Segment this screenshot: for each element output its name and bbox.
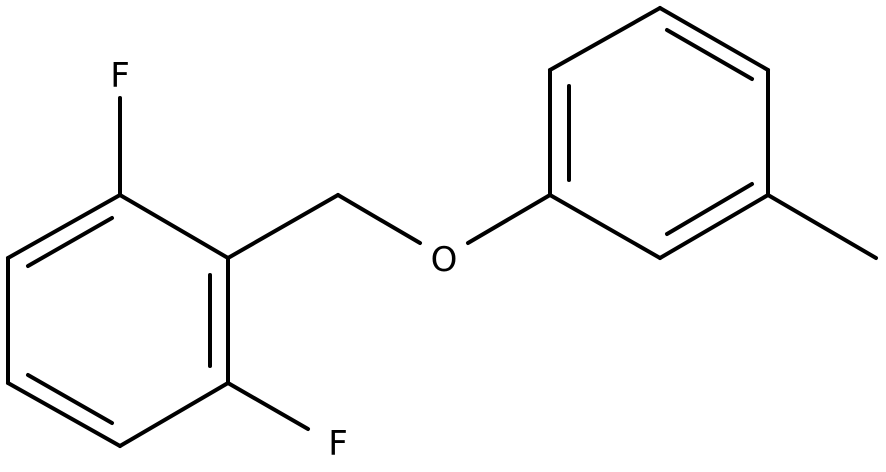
bond-methyl: [766, 193, 878, 260]
bond-c1-c2: [118, 193, 230, 260]
double-bond-inner-b: [26, 216, 114, 268]
bond-r6-r1: [548, 193, 662, 260]
bond-r5-r6: [658, 193, 770, 260]
bond-c4-c5: [6, 381, 122, 448]
bond-o-ring: [466, 193, 552, 245]
bond-r3-r4: [658, 6, 770, 72]
atom-label-oxygen: O: [431, 240, 458, 280]
tolyl-ring: [548, 6, 770, 260]
atom-label-fluorine-top: F: [110, 56, 130, 96]
double-bond-inner-e: [665, 28, 754, 81]
atom-label-fluorine-bottom: F: [328, 424, 348, 464]
bond-c6-c1: [6, 193, 122, 260]
bond-r2-r3: [548, 6, 662, 72]
bond-c3-c4: [118, 381, 230, 448]
bond-c3-f-bottom: [226, 381, 310, 431]
difluorophenyl-ring: [6, 193, 230, 448]
bond-ring-ch2: [226, 193, 340, 260]
double-bond-inner-f: [665, 182, 754, 236]
bond-ch2-o: [336, 193, 422, 245]
double-bond-inner-c: [26, 373, 114, 425]
